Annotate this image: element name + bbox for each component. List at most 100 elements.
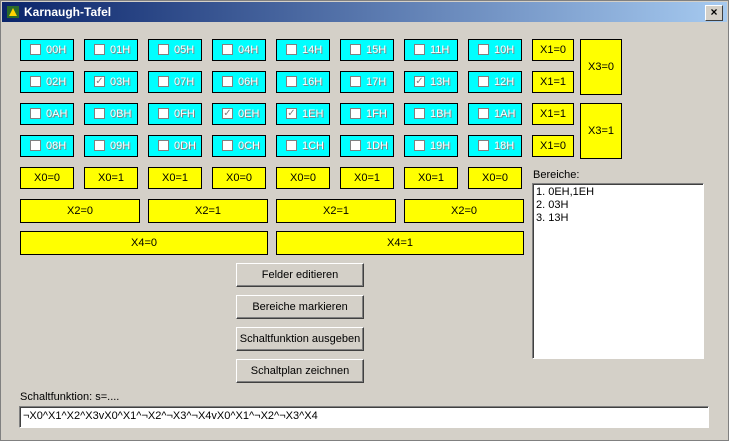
cell-checkbox[interactable] [478, 108, 489, 119]
cell-label: 0EH [238, 108, 260, 120]
x1-label: X1=1 [532, 71, 574, 93]
karnaugh-cell-1fh[interactable]: 1FH [340, 103, 394, 125]
cell-checkbox[interactable] [222, 76, 233, 87]
x4-label: X4=1 [276, 231, 524, 255]
cell-checkbox[interactable] [286, 140, 297, 151]
karnaugh-cell-08h[interactable]: 08H [20, 135, 74, 157]
karnaugh-cell-0ch[interactable]: 0CH [212, 135, 266, 157]
cell-checkbox[interactable] [94, 44, 105, 55]
karnaugh-cell-13h[interactable]: ✓13H [404, 71, 458, 93]
function-field[interactable]: ¬X0^X1^X2^X3vX0^X1^¬X2^¬X3^¬X4vX0^X1^¬X2… [19, 406, 709, 428]
karnaugh-cell-1bh[interactable]: 1BH [404, 103, 458, 125]
cell-checkbox[interactable]: ✓ [286, 108, 297, 119]
cell-checkbox[interactable] [158, 140, 169, 151]
karnaugh-cell-00h[interactable]: 00H [20, 39, 74, 61]
list-item[interactable]: 2. 03H [536, 199, 569, 211]
list-item[interactable]: 3. 13H [536, 212, 569, 224]
cell-checkbox[interactable] [350, 76, 361, 87]
karnaugh-cell-12h[interactable]: 12H [468, 71, 522, 93]
cell-label: 1CH [302, 140, 325, 152]
window-title: Karnaugh-Tafel [24, 5, 112, 19]
karnaugh-cell-1dh[interactable]: 1DH [340, 135, 394, 157]
cell-checkbox[interactable] [350, 44, 361, 55]
cell-checkbox[interactable] [158, 108, 169, 119]
cell-checkbox[interactable]: ✓ [94, 76, 105, 87]
cell-checkbox[interactable] [478, 76, 489, 87]
x1-label: X1=0 [532, 135, 574, 157]
list-item[interactable]: 1. 0EH,1EH [536, 186, 595, 198]
karnaugh-cell-07h[interactable]: 07H [148, 71, 202, 93]
cell-checkbox[interactable] [478, 140, 489, 151]
cell-checkbox[interactable] [414, 140, 425, 151]
cell-label: 0CH [238, 140, 261, 152]
function-label: Schaltfunktion: s=.... [20, 391, 120, 403]
karnaugh-cell-0fh[interactable]: 0FH [148, 103, 202, 125]
cell-label: 03H [110, 76, 131, 88]
cell-checkbox[interactable] [350, 140, 361, 151]
karnaugh-cell-1eh[interactable]: ✓ 1EH [276, 103, 330, 125]
title-bar[interactable]: Karnaugh-Tafel × [2, 2, 727, 22]
karnaugh-cell-03h[interactable]: ✓ 03H [84, 71, 138, 93]
karnaugh-cell-09h[interactable]: 09H [84, 135, 138, 157]
karnaugh-cell-02h[interactable]: 02H [20, 71, 74, 93]
cell-checkbox[interactable] [30, 44, 41, 55]
karnaugh-cell-19h[interactable]: 19H [404, 135, 458, 157]
karnaugh-cell-0ah[interactable]: 0AH [20, 103, 74, 125]
close-button[interactable]: × [705, 5, 723, 21]
karnaugh-cell-10h[interactable]: 10H [468, 39, 522, 61]
cell-checkbox[interactable]: ✓ [222, 108, 233, 119]
cell-label: 05H [174, 44, 195, 56]
karnaugh-cell-06h[interactable]: 06H [212, 71, 266, 93]
cell-label: 06H [238, 76, 259, 88]
cell-label: 0FH [174, 108, 195, 120]
karnaugh-cell-0bh[interactable]: 0BH [84, 103, 138, 125]
cell-checkbox[interactable] [286, 44, 297, 55]
cell-label: 0DH [174, 140, 197, 152]
karnaugh-cell-04h[interactable]: 04H [212, 39, 266, 61]
cell-checkbox[interactable] [414, 108, 425, 119]
karnaugh-cell-0eh[interactable]: ✓ 0EH [212, 103, 266, 125]
cell-checkbox[interactable] [94, 140, 105, 151]
karnaugh-cell-18h[interactable]: 18H [468, 135, 522, 157]
draw-circuit-button[interactable]: Schaltplan zeichnen [236, 359, 364, 383]
karnaugh-cell-0dh[interactable]: 0DH [148, 135, 202, 157]
cell-label: 1EH [302, 108, 324, 120]
x2-label: X2=0 [20, 199, 140, 223]
edit-fields-button[interactable]: Felder editieren [236, 263, 364, 287]
karnaugh-cell-14h[interactable]: 14H [276, 39, 330, 61]
cell-checkbox[interactable] [350, 108, 361, 119]
cell-checkbox[interactable] [286, 76, 297, 87]
karnaugh-cell-01h[interactable]: 01H [84, 39, 138, 61]
app-icon [7, 6, 19, 18]
cell-label: 1DH [366, 140, 389, 152]
mark-areas-button[interactable]: Bereiche markieren [236, 295, 364, 319]
cell-checkbox[interactable] [414, 44, 425, 55]
karnaugh-cell-11h[interactable]: 11H [404, 39, 458, 61]
cell-checkbox[interactable] [158, 44, 169, 55]
cell-checkbox[interactable] [30, 140, 41, 151]
cell-checkbox[interactable]: ✓ [414, 76, 425, 87]
karnaugh-cell-16h[interactable]: 16H [276, 71, 330, 93]
cell-label: 15H [366, 44, 387, 56]
cell-checkbox[interactable] [30, 108, 41, 119]
cell-checkbox[interactable] [222, 44, 233, 55]
cell-label: 1AH [494, 108, 516, 120]
cell-checkbox[interactable] [158, 76, 169, 87]
cell-checkbox[interactable] [222, 140, 233, 151]
karnaugh-cell-1ch[interactable]: 1CH [276, 135, 330, 157]
karnaugh-cell-1ah[interactable]: 1AH [468, 103, 522, 125]
karnaugh-cell-15h[interactable]: 15H [340, 39, 394, 61]
cell-label: 1BH [430, 108, 452, 120]
output-function-button[interactable]: Schaltfunktion ausgeben [236, 327, 364, 351]
karnaugh-cell-05h[interactable]: 05H [148, 39, 202, 61]
x0-label: X0=0 [276, 167, 330, 189]
cell-checkbox[interactable] [94, 108, 105, 119]
cell-checkbox[interactable] [30, 76, 41, 87]
cell-checkbox[interactable] [478, 44, 489, 55]
cell-label: 18H [494, 140, 515, 152]
karnaugh-cell-17h[interactable]: 17H [340, 71, 394, 93]
cell-label: 02H [46, 76, 67, 88]
